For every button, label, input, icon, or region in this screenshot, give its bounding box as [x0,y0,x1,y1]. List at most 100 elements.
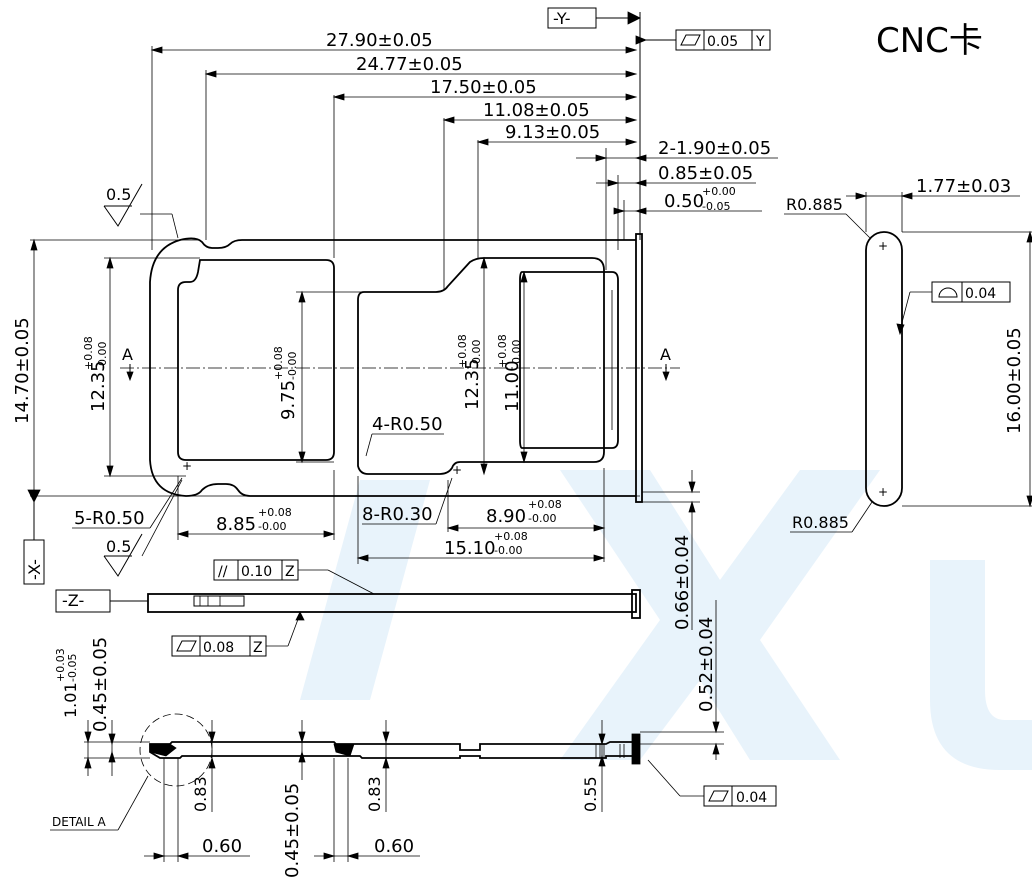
dim-8-85-down: -0.00 [258,520,286,533]
dim-16-00: 16.00±0.05 [1004,327,1025,434]
edge-thickness-dims [640,470,724,760]
dim-8-85-up: +0.08 [258,506,292,519]
tray-plan-view: + + [120,233,680,503]
dim-9-75-down: -0.00 [286,352,299,380]
roughness-symbol-bottom [103,479,183,577]
dim-1-01-down: -0.05 [66,654,79,682]
svg-text:+: + [182,459,192,473]
dim-11-00-up: +0.08 [496,334,509,368]
dim-11-08: 11.08±0.05 [483,100,590,121]
profile-value: 0.04 [965,286,996,302]
dim-15-10-up: +0.08 [494,530,528,543]
dim-0-60-left: 0.60 [202,836,242,857]
callout-5-r0-50: 5-R0.50 [74,508,145,529]
dim-8-90-down: -0.00 [528,512,556,525]
dim-1-01-base: 1.01 [61,682,80,718]
section-mark-a-right: A [660,345,671,364]
datum-x-label: -X- [25,559,44,580]
dim-12-35-left-down: -0.00 [96,342,109,370]
callout-r0-885-top: R0.885 [786,195,843,214]
side-view-slot [193,595,245,607]
dim-24-77: 24.77±0.05 [356,54,463,75]
r5-leader [149,477,183,529]
dim-8-90-base: 8.90 [486,506,526,527]
flatness-z-arrow [295,611,305,621]
top-dimensions [150,46,638,290]
flatness-z-datum: Z [253,640,263,656]
dim-0-45-lower: 0.45±0.05 [282,783,303,878]
datum-x-box [23,539,45,585]
parallelism-value: 0.10 [241,564,272,580]
roughness-symbol-top [103,183,179,239]
flatness-y-arrow [635,35,648,45]
dim-15-10-base: 15.10 [444,538,496,559]
dim-27-90: 27.90±0.05 [326,30,433,51]
parallelism-icon: // [218,564,228,580]
flatness-y-datum: Y [755,34,765,50]
plan-bottom-dims [176,468,606,564]
datum-y-label: -Y- [553,9,571,28]
plan-vertical-dims [27,238,640,540]
section-a-right-head [662,371,670,382]
dim-12-35-mid-up: +0.08 [456,334,469,368]
detail-a-label: DETAIL A [52,815,106,829]
dim-0-60-mid: 0.60 [374,836,414,857]
dim-15-10-down: -0.00 [494,544,522,557]
dim-8-85-base: 8.85 [216,514,256,535]
pin-mark-bottom: + [878,485,888,499]
dim-0-50-base: 0.50 [664,191,704,212]
flatness-bottom-icon [708,790,729,802]
section-a-left-head [126,371,134,382]
small-offset-dims [576,148,778,270]
dim-0-52: 0.52±0.04 [696,617,717,712]
profile-leader-2 [899,291,911,331]
datum-z-label: -Z- [62,591,84,610]
dim-0-50-tol-up: +0.00 [702,185,736,198]
r8-leader [435,477,453,525]
r4-leader [365,433,373,457]
pin-mark-top: + [878,239,888,253]
dim-12-35-left-up: +0.08 [82,336,95,370]
dim-0-55: 0.55 [581,776,600,812]
dim-0-66: 0.66±0.04 [672,535,693,630]
dim-11-00-down: -0.00 [510,340,523,368]
roughness-bottom-value: 0.5 [106,537,131,556]
roughness-top-value: 0.5 [106,185,131,204]
dim-9-13: 9.13±0.05 [505,122,600,143]
dim-0-85: 0.85±0.05 [658,163,753,184]
dim-17-50: 17.50±0.05 [430,77,537,98]
tray-side-view [147,593,637,613]
dim-0-45-upper: 0.45±0.05 [90,637,111,732]
profile-icon [938,287,958,298]
dim-0-83-mid: 0.83 [365,776,384,812]
section-mark-a-left: A [122,345,133,364]
flatness-icon [680,34,701,46]
dim-9-75-base: 9.75 [278,380,299,420]
section-view [50,713,704,862]
dim-14-70: 14.70±0.05 [12,317,33,424]
flatness-bottom-value: 0.04 [736,790,767,806]
flatness-y-frame [675,29,771,51]
dim-12-35-mid-down: -0.00 [470,340,483,368]
profile-arrow [896,323,905,336]
flatness-z-icon [176,640,197,652]
parallelism-leader-2 [327,569,375,595]
dim-11-00-base: 11.00 [502,360,523,412]
callout-4-r0-50: 4-R0.50 [372,414,443,435]
parallelism-datum: Z [285,564,295,580]
dim-8-90-up: +0.08 [528,498,562,511]
dim-12-35-left-base: 12.35 [88,360,109,412]
svg-text:+: + [452,463,462,477]
dim-0-50-tol-down: -0.05 [702,200,730,213]
dim-12-35-mid-base: 12.35 [462,358,483,410]
dim-0-83-left: 0.83 [191,776,210,812]
drawing-title: CNC卡 [876,21,983,61]
flatness-z-value: 0.08 [203,640,234,656]
flatness-bottom-frame [703,785,777,807]
callout-r0-885-bottom: R0.885 [792,513,849,532]
side-view-cap [631,589,641,619]
pin-side-view [865,231,903,507]
dim-2-1-90: 2-1.90±0.05 [658,138,771,159]
dim-1-77: 1.77±0.03 [916,176,1011,197]
datum-y-triangle [627,11,641,25]
